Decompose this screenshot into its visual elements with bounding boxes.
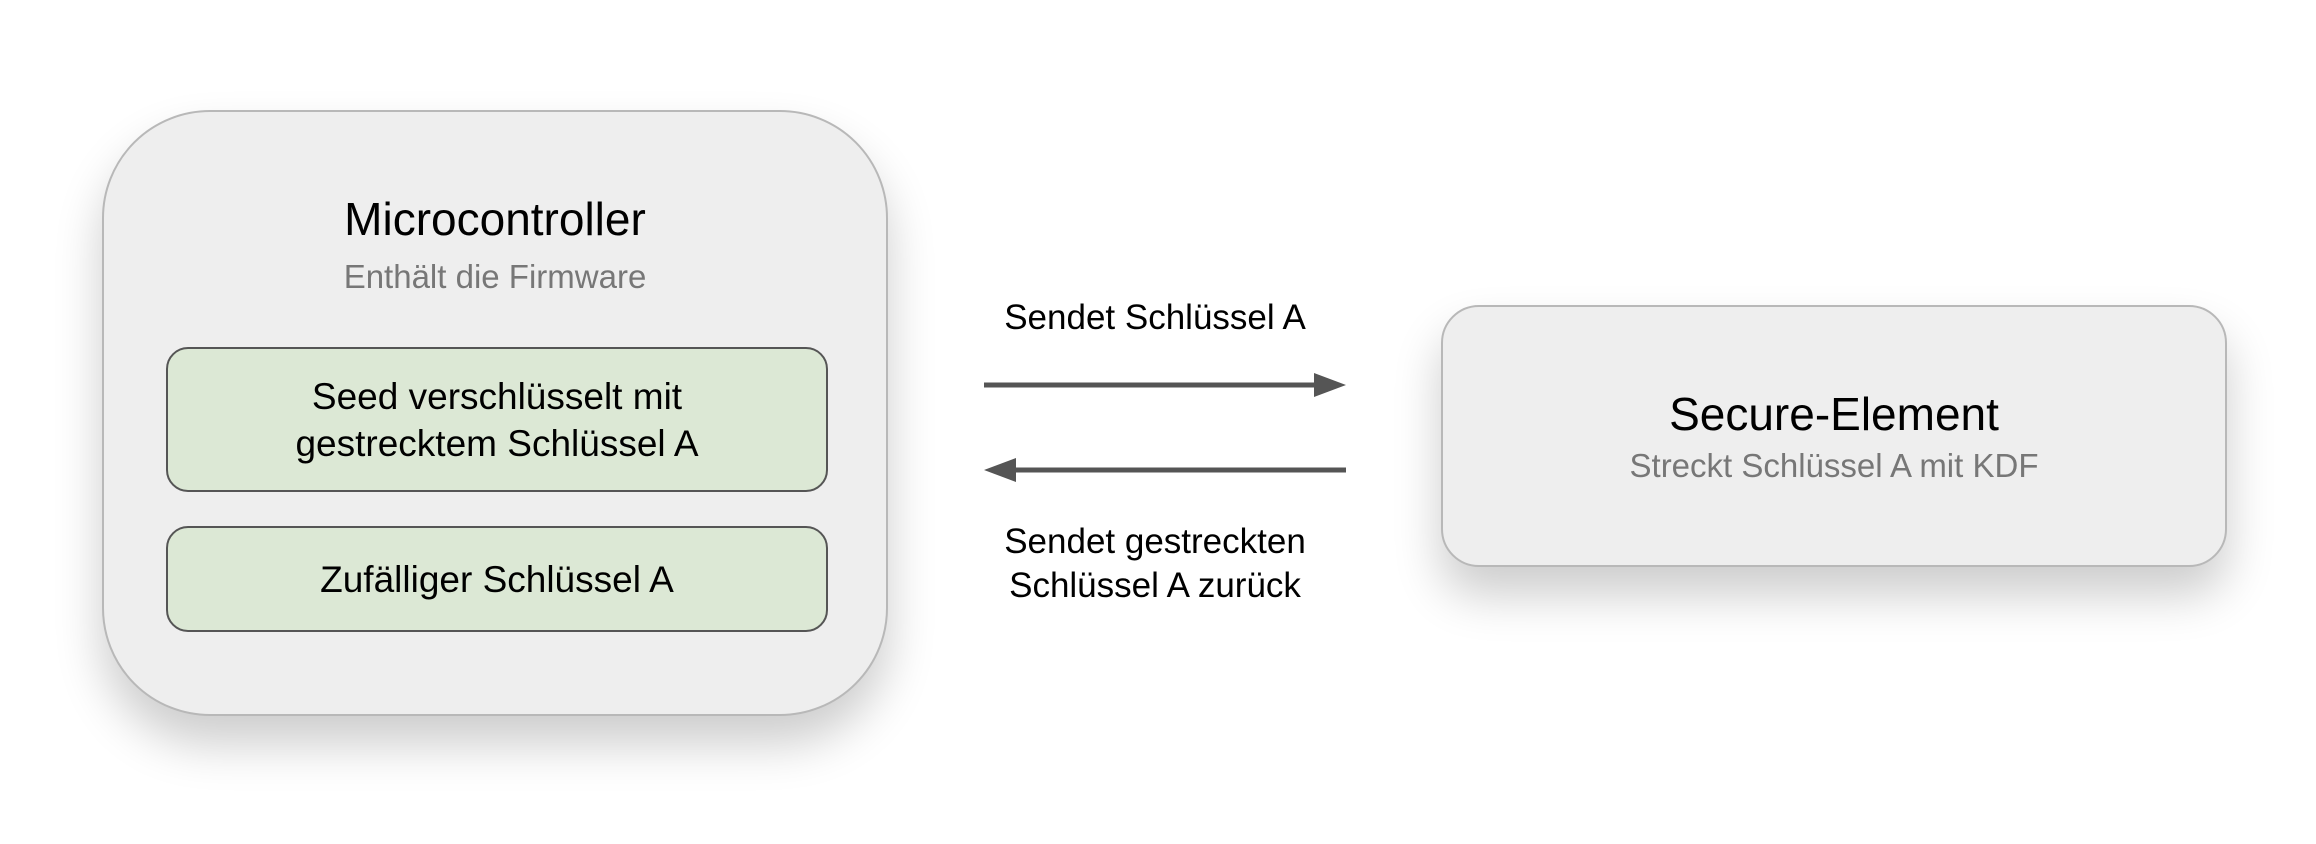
random-key-box: Zufälliger Schlüssel A <box>166 526 828 632</box>
secure-element-subtitle: Streckt Schlüssel A mit KDF <box>1629 447 2039 484</box>
return-arrow-head-icon <box>984 458 1016 482</box>
microcontroller-title: Microcontroller <box>344 193 646 245</box>
send-key-label: Sendet Schlüssel A <box>1004 298 1306 337</box>
encrypted-seed-label: Seed verschlüsselt mit gestrecktem Schlü… <box>295 375 699 464</box>
random-key-label: Zufälliger Schlüssel A <box>320 558 674 600</box>
send-arrow-head-icon <box>1314 373 1346 397</box>
return-key-label: Sendet gestreckten Schlüssel A zurück <box>1004 522 1306 605</box>
microcontroller-subtitle: Enthält die Firmware <box>343 258 647 295</box>
encrypted-seed-box: Seed verschlüsselt mit gestrecktem Schlü… <box>166 347 828 492</box>
secure-element-title: Secure-Element <box>1669 388 1999 440</box>
microcontroller-node: Microcontroller Enthält die Firmware See… <box>102 110 888 716</box>
secure-element-node: Secure-Element Streckt Schlüssel A mit K… <box>1441 305 2227 567</box>
